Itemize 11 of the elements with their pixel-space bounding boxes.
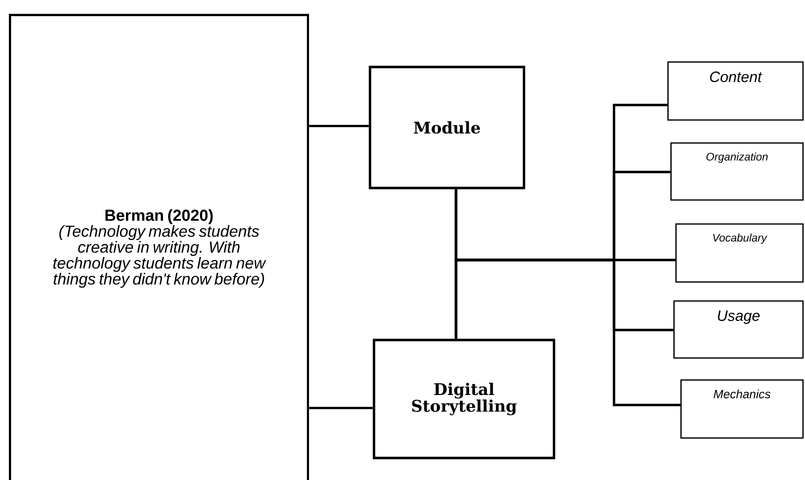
category-box: Organization: [670, 142, 804, 201]
process-box: Digital Storytelling: [372, 338, 556, 460]
process-box: Module: [368, 66, 526, 190]
category-box: Usage: [673, 300, 804, 359]
category-box: Content: [667, 61, 804, 121]
connector-line: [309, 406, 373, 410]
source-box: Berman (2020) (Technology makes students creative in writing. With technology students learn new things they didn't know before): [8, 14, 310, 480]
category-box: Mechanics: [680, 379, 804, 439]
connector-line: [454, 258, 680, 406]
category-box: Vocabulary: [675, 223, 804, 283]
connector-line: [309, 124, 369, 128]
